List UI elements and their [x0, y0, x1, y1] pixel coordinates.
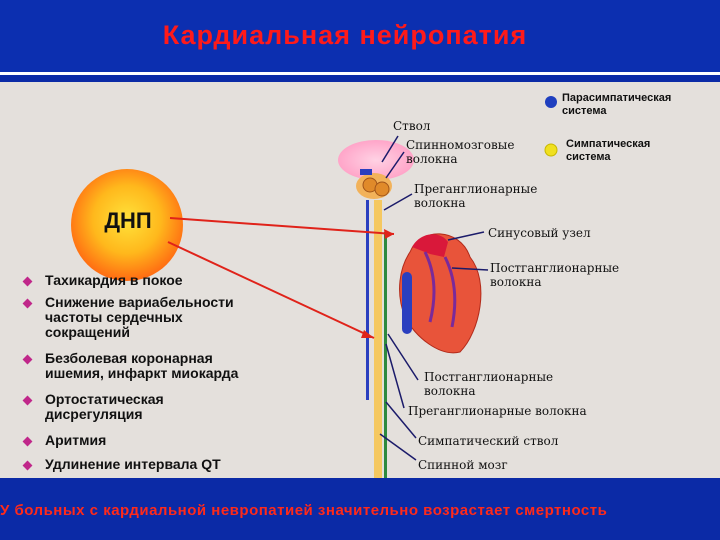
label-spinal-cord: Спинной мозг [418, 458, 508, 472]
dnp-arrow-lower-head [361, 330, 374, 338]
pointer-postganglionic-low [387, 333, 419, 381]
heart-shape [399, 233, 482, 354]
bullet-diamond-icon [22, 436, 33, 447]
pointer-spinal-fibers [385, 151, 405, 179]
pointer-sympathetic-trunk [385, 401, 417, 439]
pointer-sinus-node [447, 231, 485, 241]
symptom-item: Удлинение интервала QT [22, 457, 322, 472]
header-divider [0, 72, 720, 75]
pointer-preganglionic [383, 193, 413, 211]
label-sympathetic-trunk: Симпатический ствол [418, 434, 559, 448]
heart-vena [402, 272, 412, 334]
page-title: Кардиальная нейропатия [162, 20, 528, 50]
pointer-preganglionic-low [385, 343, 405, 409]
pointer-postganglionic [451, 267, 489, 271]
symptom-item: Аритмия [22, 433, 322, 448]
dnp-arrow-upper [169, 217, 395, 235]
legend-sympathetic-dot [544, 143, 558, 157]
symptom-item: Тахикардия в покое [22, 273, 322, 288]
brain-blue-marker [360, 169, 372, 175]
bullet-diamond-icon [22, 276, 33, 287]
heart-vessels [412, 234, 448, 257]
label-sinus-node: Синусовый узел [488, 226, 591, 240]
bullet-diamond-icon [22, 395, 33, 406]
pointer-spinal-cord [379, 433, 417, 461]
dnp-label: ДНП [104, 208, 152, 233]
footer-bar [0, 478, 720, 540]
heart-veins [423, 251, 457, 328]
dnp-circle [71, 169, 183, 281]
header-bar [0, 0, 720, 72]
legend-parasympathetic-dot [545, 96, 557, 108]
label-preganglionic-low: Преганглионарные волокна [408, 404, 587, 418]
sympathetic-trunk [384, 232, 387, 478]
footer-text: У больных с кардиальной невропатией знач… [0, 502, 608, 519]
label-stem: Ствол [393, 119, 431, 133]
bullet-diamond-icon [22, 460, 33, 471]
dnp-arrow-upper-head [384, 229, 394, 239]
bullet-diamond-icon [22, 298, 33, 309]
pointer-stem [381, 135, 399, 163]
dnp-arrow-lower [167, 241, 375, 339]
diagram-graphic [71, 96, 558, 478]
parasympathetic-nerve [366, 200, 369, 400]
bullet-diamond-icon [22, 354, 33, 365]
ganglion-2 [374, 181, 390, 197]
brain-shape [338, 140, 414, 180]
spinal-cord [374, 200, 382, 478]
